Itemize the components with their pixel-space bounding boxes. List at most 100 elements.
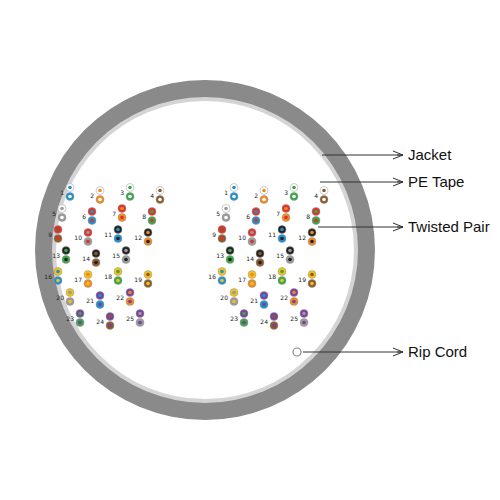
callout-number: 8 [306,213,310,220]
conductor [240,319,248,327]
conductor-core [56,237,60,241]
conductor-core [262,303,266,307]
conductor [66,289,74,297]
conductor [252,208,260,216]
pe-tape [52,97,358,403]
conductor [126,184,134,192]
conductor [118,205,126,213]
conductor [320,187,328,195]
callout-number: 2 [90,192,94,199]
conductor [218,277,226,285]
callout-number: 16 [208,273,216,280]
conductor [230,289,238,297]
conductor-core [78,312,82,316]
conductor-core [138,321,142,325]
conductor-core [284,207,288,211]
conductor-core [116,237,120,241]
callout-number: 24 [260,318,268,325]
callout-number: 23 [230,315,238,322]
part-label: Rip Cord [408,343,467,361]
conductor [126,289,134,297]
conductor [88,208,96,216]
callout-number: 4 [150,192,154,199]
conductor-core [250,240,254,244]
rip-cord [293,348,301,356]
callout-number: 10 [238,234,246,241]
callout-number: 10 [74,234,82,241]
callout-number: 22 [116,294,124,301]
conductor [320,196,328,204]
callout-number: 5 [216,210,220,217]
callout-number: 12 [298,234,306,241]
callout-number: 7 [112,210,116,217]
conductor-core [250,273,254,277]
conductor [114,277,122,285]
conductor [54,235,62,243]
conductor-core [242,312,246,316]
conductor-core [310,282,314,286]
conductor [144,238,152,246]
conductor [308,271,316,279]
conductor [114,235,122,243]
callout-number: 5 [52,210,56,217]
conductor-core [128,186,132,190]
conductor-core [250,231,254,235]
callout-number: 13 [52,252,60,259]
conductor [106,313,114,321]
conductor [126,193,134,201]
conductor-core [314,210,318,214]
conductor-core [128,195,132,199]
callout-number: 8 [142,213,146,220]
conductor [96,301,104,309]
conductor-core [254,219,258,223]
conductor [76,319,84,327]
conductor [66,184,74,192]
conductor [282,214,290,222]
conductor-core [86,282,90,286]
callout-number: 3 [120,189,124,196]
callout-number: 16 [44,273,52,280]
conductor [278,226,286,234]
callout-number: 23 [66,315,74,322]
conductor-core [220,237,224,241]
conductor-core [56,279,60,283]
leader-line [318,227,403,228]
conductor [290,289,298,297]
conductor-core [108,315,112,319]
callout-number: 9 [48,231,52,238]
conductor-core [124,258,128,262]
conductor-core [138,312,142,316]
conductor [114,226,122,234]
conductor-core [220,270,224,274]
conductor [96,187,104,195]
conductor-core [68,300,72,304]
conductor-core [220,228,224,232]
callout-number: 9 [212,231,216,238]
conductor [54,226,62,234]
conductor [308,238,316,246]
conductor [92,250,100,258]
conductor-core [116,228,120,232]
conductor [144,280,152,288]
conductor-core [158,189,162,193]
callout-number: 17 [238,276,246,283]
conductor [218,268,226,276]
conductor-core [228,258,232,262]
conductor [88,217,96,225]
callout-number: 3 [284,189,288,196]
conductor-core [146,240,150,244]
callout-number: 7 [276,210,280,217]
conductor [248,280,256,288]
conductor [144,271,152,279]
callout-number: 1 [60,189,64,196]
conductor-core [64,249,68,253]
conductor-core [64,258,68,262]
conductor-core [310,273,314,277]
conductor [230,184,238,192]
conductor [240,310,248,318]
conductor [62,247,70,255]
callout-number: 21 [250,297,258,304]
conductor-core [288,249,292,253]
